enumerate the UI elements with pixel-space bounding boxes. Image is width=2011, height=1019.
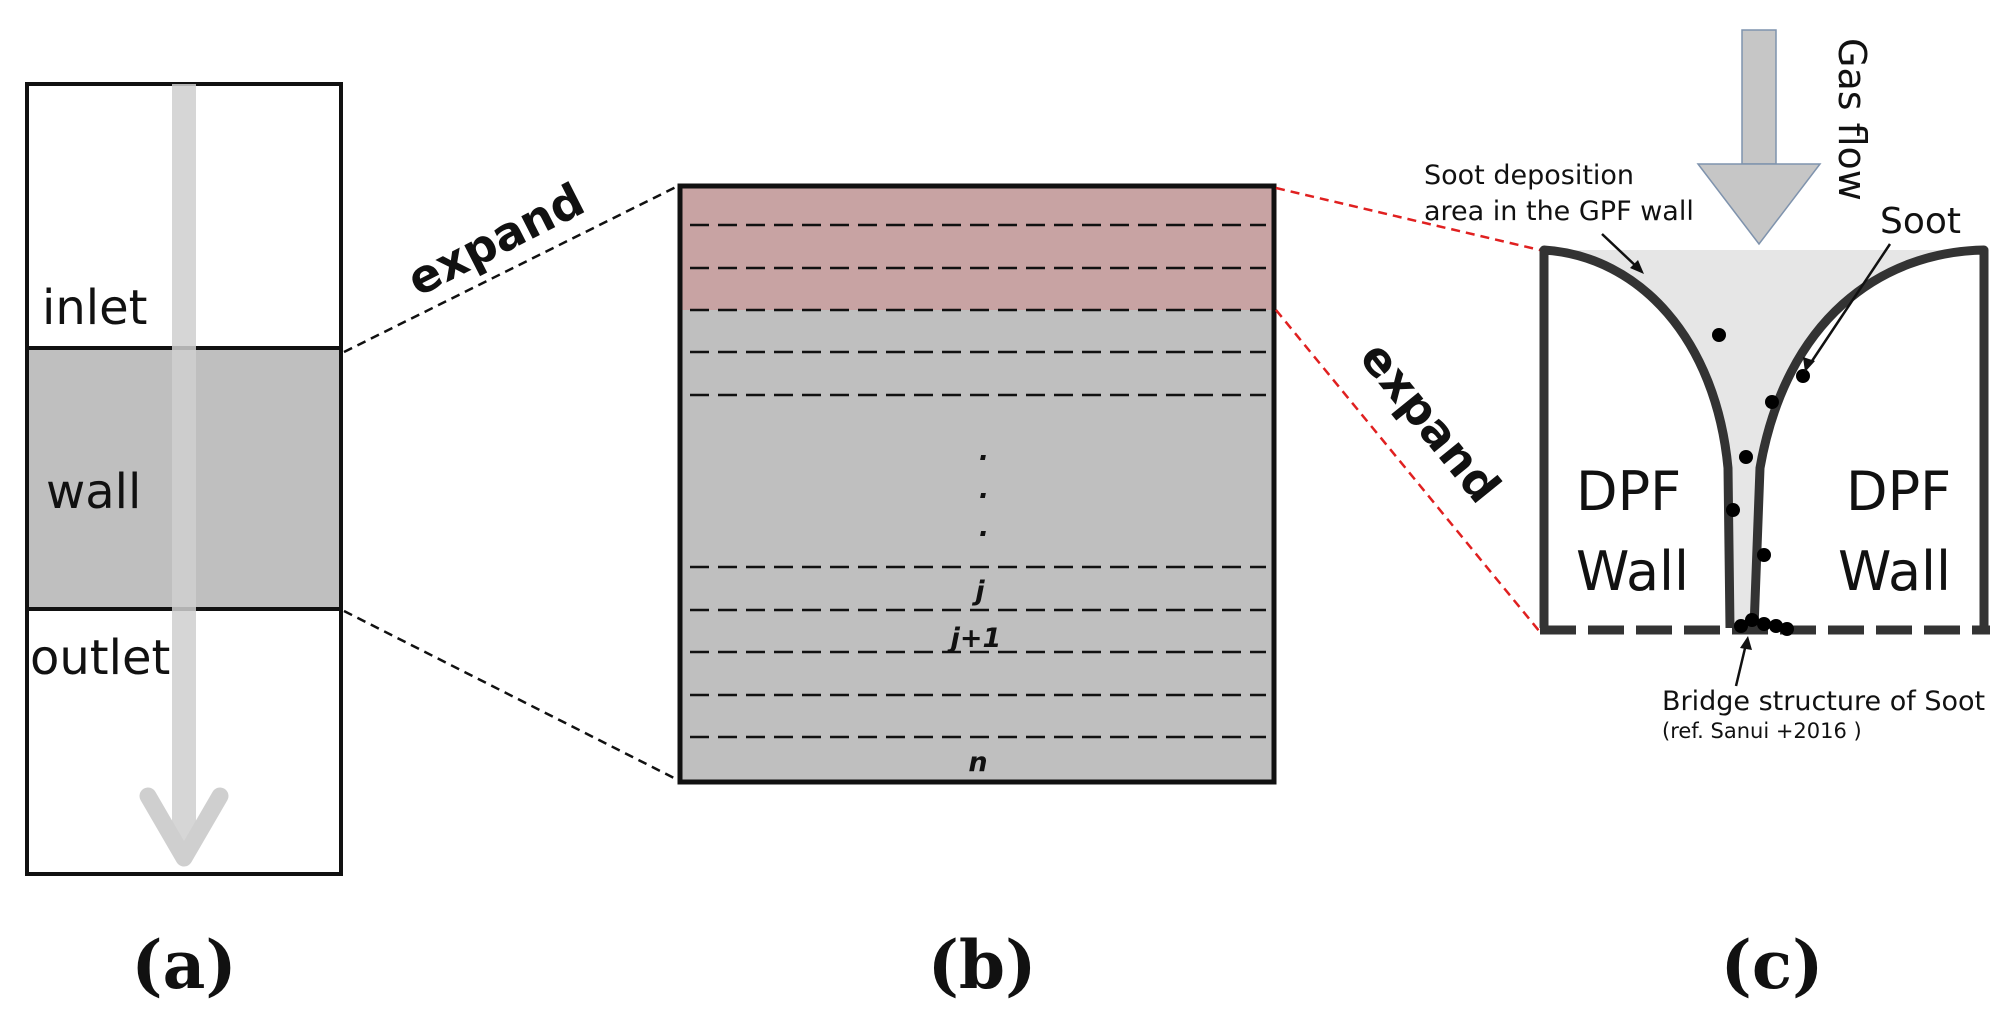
svg-text:.: .	[979, 474, 989, 505]
expand-label-bc: expand	[1349, 331, 1511, 513]
deposition-pointer	[1601, 233, 1644, 274]
expand-label-ab: expand	[398, 172, 592, 307]
soot-particle	[1757, 548, 1771, 562]
soot-deposition-label-1: Soot deposition	[1424, 160, 1634, 191]
deposition-layers	[680, 186, 1274, 310]
layer-j-label: j	[971, 576, 985, 607]
soot-particle	[1726, 503, 1740, 517]
bridge-label: Bridge structure of Soot	[1662, 686, 1985, 717]
svg-text:.: .	[979, 512, 989, 543]
ref-label: (ref. Sanui +2016 )	[1662, 719, 1862, 743]
soot-pointer	[1803, 243, 1892, 372]
right-wall-outline	[1749, 245, 1989, 629]
soot-label: Soot	[1880, 201, 1961, 242]
caption-c: (c)	[1721, 926, 1824, 1004]
soot-particle	[1765, 395, 1779, 409]
layer-j1-label: j+1	[947, 623, 1002, 654]
outlet-label: outlet	[30, 630, 170, 686]
wall-label: wall	[46, 464, 141, 520]
expand-connector-bc: expand	[1275, 186, 1541, 633]
caption-a: (a)	[131, 926, 236, 1004]
panel-a: inlet wall outlet (a)	[25, 82, 343, 1004]
gas-flow-label: Gas flow	[1830, 38, 1874, 201]
soot-particles	[1712, 328, 1810, 562]
wall-left-label: Wall	[1576, 540, 1689, 603]
soot-deposition-label-2: area in the GPF wall	[1424, 196, 1694, 227]
bridge-pointer	[1734, 636, 1752, 687]
panel-c: Gas flow Soot deposition area in the GPF…	[1424, 29, 1990, 1004]
panel-b: . . . j j+1 n (b)	[677, 183, 1277, 1004]
wall-right-label: Wall	[1838, 540, 1951, 603]
left-wall-outline	[1539, 245, 1735, 629]
flow-arrow-a	[139, 84, 229, 867]
panel-b-border	[677, 183, 1277, 785]
soot-bridge	[1734, 613, 1794, 636]
ellipsis-dots: . . .	[979, 436, 989, 543]
layer-n-label: n	[968, 747, 987, 778]
caption-b: (b)	[928, 926, 1037, 1004]
dpf-right-label: DPF	[1846, 460, 1951, 523]
soot-particle	[1712, 328, 1726, 342]
inlet-label: inlet	[42, 280, 147, 336]
gas-flow-arrow	[1696, 29, 1822, 246]
svg-text:.: .	[979, 436, 989, 467]
soot-particle	[1796, 369, 1810, 383]
layer-boundaries	[690, 223, 1266, 739]
dpf-left-label: DPF	[1576, 460, 1681, 523]
expand-connector-ab: expand	[343, 172, 679, 782]
soot-particle	[1739, 450, 1753, 464]
